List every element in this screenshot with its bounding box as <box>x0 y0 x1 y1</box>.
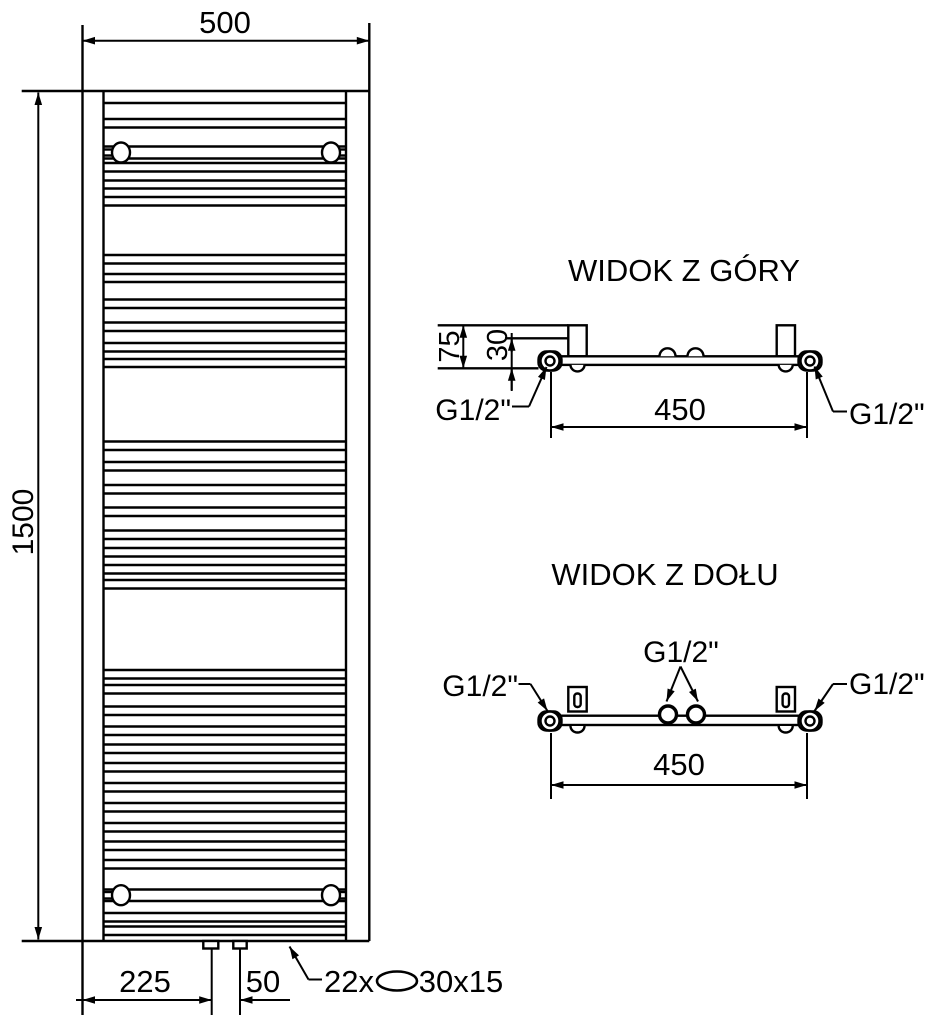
mount-collar-icon <box>110 141 132 164</box>
connection-size-label: G1/2" <box>849 398 925 431</box>
radiator-tube-top <box>551 355 809 367</box>
mount-collar-icon <box>320 141 342 164</box>
mount-collar-icon <box>110 884 132 907</box>
radiator-rungs <box>103 101 346 937</box>
bracket-slot-icon <box>573 692 582 709</box>
dimension-500: 500 <box>82 5 370 45</box>
connection-size-label: G1/2" <box>442 670 518 703</box>
bottom-view-title: WIDOK Z DOŁU <box>551 557 778 592</box>
dimension-1500: 1500 <box>7 92 43 940</box>
bottom-view-center-connections: G1/2" <box>643 636 719 702</box>
connection-size-label: G1/2" <box>849 668 925 701</box>
width-dimension-label: 500 <box>199 5 251 40</box>
bracket-foot-icon <box>777 725 794 734</box>
thread-hole-icon <box>804 355 816 367</box>
connection-spacing-label: 450 <box>654 392 706 427</box>
thread-hole-icon <box>544 355 556 367</box>
dimension-30: 30 <box>482 329 516 391</box>
front-view: 500 1500 225 50 22x 30x15 <box>7 5 503 1015</box>
bottom-view-left-connection: G1/2" <box>442 670 549 712</box>
bracket-slot-icon <box>781 692 791 709</box>
depth-dimension-label: 75 <box>434 330 466 362</box>
radiator-tube-bottom <box>551 714 809 727</box>
mount-collar-icon <box>320 884 342 907</box>
connection-spacing-label: 450 <box>653 747 705 782</box>
center-connection-icon <box>657 704 679 725</box>
rung-profile-size-label: 30x15 <box>419 964 503 999</box>
oval-profile-icon <box>375 970 419 992</box>
rung-count-label: 22x <box>324 964 374 999</box>
bottom-view-right-connection: G1/2" <box>813 668 925 712</box>
top-view-left-connection: G1/2" <box>435 366 548 427</box>
connection-size-label: G1/2" <box>435 394 511 427</box>
dimension-450-top: 450 <box>550 372 808 438</box>
pipe-spacing-dimension-label: 50 <box>246 964 280 999</box>
dimension-225-50: 225 50 <box>76 948 290 1015</box>
rung-profile-note: 22x 30x15 <box>288 946 503 999</box>
top-view-right-connection: G1/2" <box>813 366 925 431</box>
wall-bracket <box>567 324 588 358</box>
thread-hole-icon <box>804 715 816 727</box>
bracket-foot-icon <box>569 725 586 734</box>
dimension-450-bottom: 450 <box>550 733 808 799</box>
bottom-stub-right <box>232 939 248 950</box>
upper-bracket-rung <box>103 141 346 164</box>
bottom-view: WIDOK Z DOŁU G1/2" G1/2" <box>442 557 925 799</box>
top-view: WIDOK Z GÓRY 75 30 <box>434 253 925 438</box>
thread-hole-icon <box>544 715 556 727</box>
lower-bracket-rung <box>103 884 346 907</box>
bracket-foot-icon <box>777 364 794 373</box>
wall-bracket <box>775 324 797 358</box>
connection-bump-icon <box>686 347 705 357</box>
connection-bump-icon <box>658 347 677 357</box>
top-view-title: WIDOK Z GÓRY <box>568 253 800 288</box>
height-dimension-label: 1500 <box>7 489 40 556</box>
connection-size-label: G1/2" <box>643 636 719 669</box>
center-connection-icon <box>685 704 707 725</box>
offset-dimension-label: 30 <box>482 329 514 361</box>
dimension-75: 75 <box>434 325 468 369</box>
bracket-foot-icon <box>569 364 586 373</box>
offset-dimension-label: 225 <box>119 964 171 999</box>
bottom-stub-left <box>202 939 220 950</box>
